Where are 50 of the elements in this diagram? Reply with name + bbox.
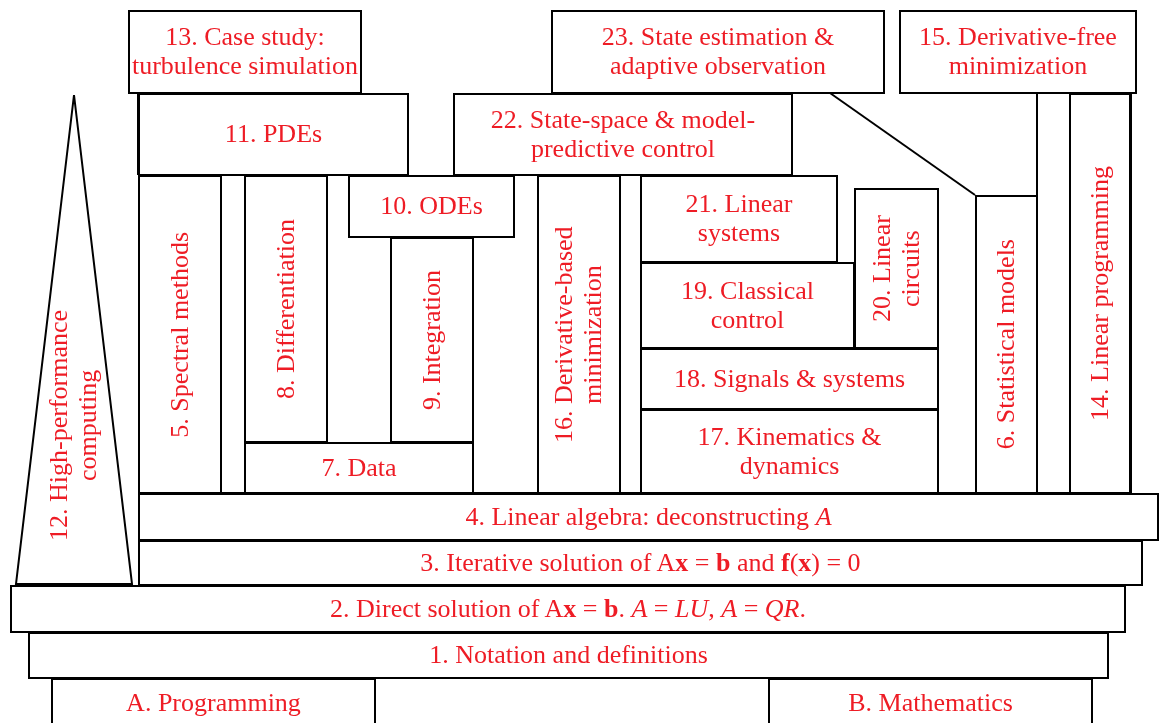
chapter-title: 16. Derivative-based minimization [550,225,608,445]
chapter-title: 21. Linear systems [684,190,794,248]
chapter-title: 8. Differentiation [271,219,301,399]
chapter-box [854,188,939,349]
chapter-box [390,237,474,443]
chapter-box [244,175,328,443]
chapter-title: 5. Spectral methods [165,231,195,438]
chapter-title: 13. Case study: turbulence simulation [131,23,359,81]
chapter-box [640,175,838,263]
chapter-box [1069,93,1131,494]
chapter-box [138,175,222,494]
chapter-title: 17. Kinematics & dynamics [696,422,883,481]
chapter-title: 18. Signals & systems [673,364,906,394]
chapter-box [551,10,885,94]
chapter-title: 19. Classical control [680,276,815,335]
chapter-title: 12. High-performance computing [45,308,103,543]
chapter-title: 9. Integration [417,269,447,411]
chapter-triangle [14,93,134,586]
chapter-box [975,195,1038,494]
chapter-box [453,93,793,176]
chapter-box [128,10,362,94]
chapter-title: 20. Linear circuits [867,214,926,324]
chapter-box [138,493,1159,541]
chapter-title: 15. Derivative-free minimization [918,23,1118,81]
chapter-title: 10. ODEs [380,192,483,221]
chapter-box [10,585,1126,633]
chapter-box [640,409,939,494]
chapter-title: 3. Iterative solution of Ax = b and f(x) = 0 [420,548,861,578]
chapter-title: 14. Linear programming [1085,166,1115,421]
chapter-title: 23. State estimation & adaptive observation [600,23,836,81]
chapter-title: 2. Direct solution of Ax = b. A = LU, A = QR. [330,594,806,624]
chapter-box [51,678,376,723]
chapter-title: 7. Data [321,453,397,483]
chapter-title: A. Programming [126,688,301,718]
chapter-box [640,262,855,349]
chapter-title: B. Mathematics [848,688,1013,718]
chapter-box [28,632,1109,679]
chapter-title: 4. Linear algebra: deconstructing A [465,502,832,532]
chapter-title: 22. State-space & model-predictive control [489,105,757,164]
chapter-title: 6. Statistical models [992,239,1021,450]
chapter-title: 11. PDEs [224,120,323,149]
chapter-title: 1. Notation and definitions [429,641,708,670]
chapter-box [768,678,1093,723]
chapter-box [138,540,1143,586]
chapter-box [348,175,515,238]
chapter-box [138,93,409,176]
chapter-box [899,10,1137,94]
chapter-box [640,348,939,410]
chapter-box [244,442,474,494]
chapter-box [537,175,621,494]
